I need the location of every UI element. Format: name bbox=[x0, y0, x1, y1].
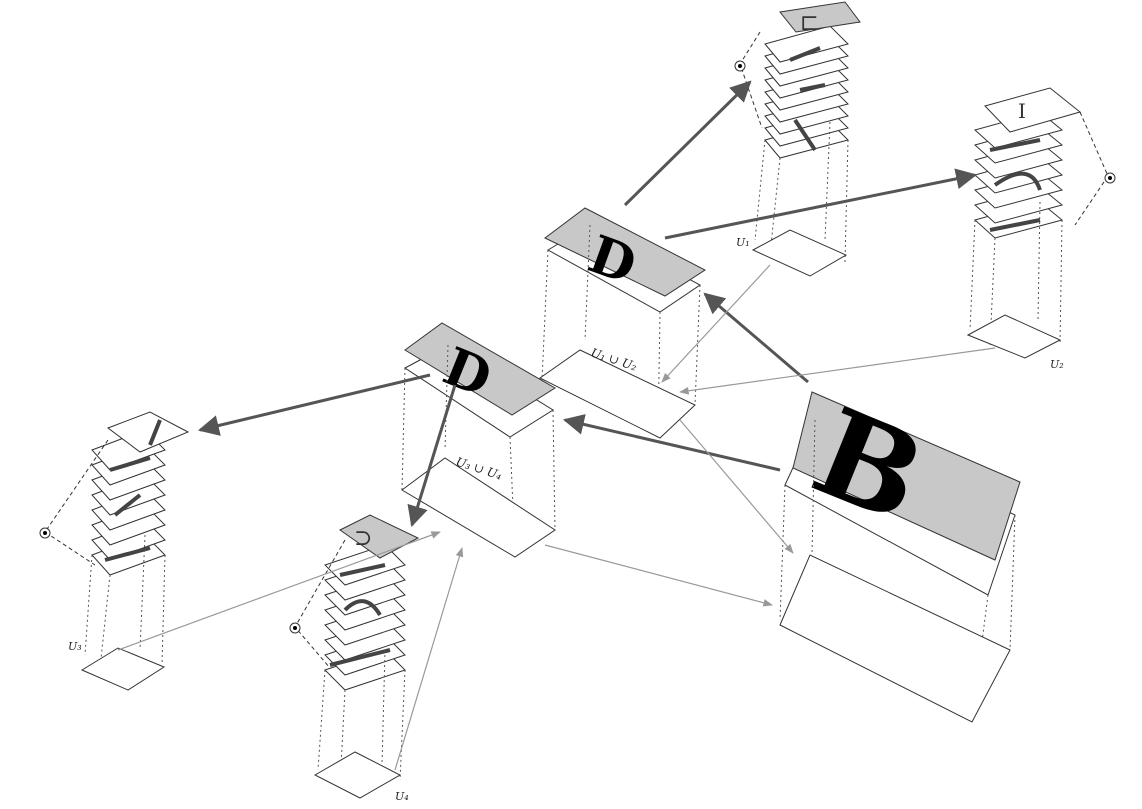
arrow bbox=[394, 547, 464, 771]
fragment-glyph: ⊃ bbox=[354, 526, 372, 551]
label-u4: U₄ bbox=[395, 790, 409, 803]
merged-u3-u4: D U₃ ∪ U₄ bbox=[401, 322, 556, 558]
arrow bbox=[679, 419, 794, 554]
arrow bbox=[562, 414, 781, 472]
arrow bbox=[407, 384, 457, 528]
stack-u1: ⊏ U₁ bbox=[734, 1, 861, 277]
merged-u1-u2: D U₁ ∪ U₂ bbox=[539, 207, 706, 439]
label-u1: U₁ bbox=[736, 236, 750, 249]
stack-u4: ⊃ U₄ bbox=[289, 514, 420, 803]
arrow bbox=[544, 544, 773, 607]
arrow bbox=[661, 264, 771, 383]
label-u2: U₂ bbox=[1050, 358, 1064, 371]
label-u3: U₃ bbox=[68, 640, 82, 653]
final-shape: B bbox=[779, 381, 1021, 723]
stack-u3: U₃ bbox=[39, 411, 190, 691]
stack-u2: I U₂ bbox=[966, 87, 1116, 371]
arrow bbox=[664, 168, 978, 240]
arrow bbox=[679, 347, 996, 395]
fragment-glyph: ⊏ bbox=[800, 11, 819, 36]
fragment-glyph: I bbox=[1018, 99, 1026, 123]
arrow bbox=[623, 80, 752, 207]
arrow bbox=[197, 373, 431, 436]
arrow bbox=[117, 531, 441, 651]
arrow bbox=[703, 292, 809, 384]
arrows bbox=[117, 80, 996, 771]
